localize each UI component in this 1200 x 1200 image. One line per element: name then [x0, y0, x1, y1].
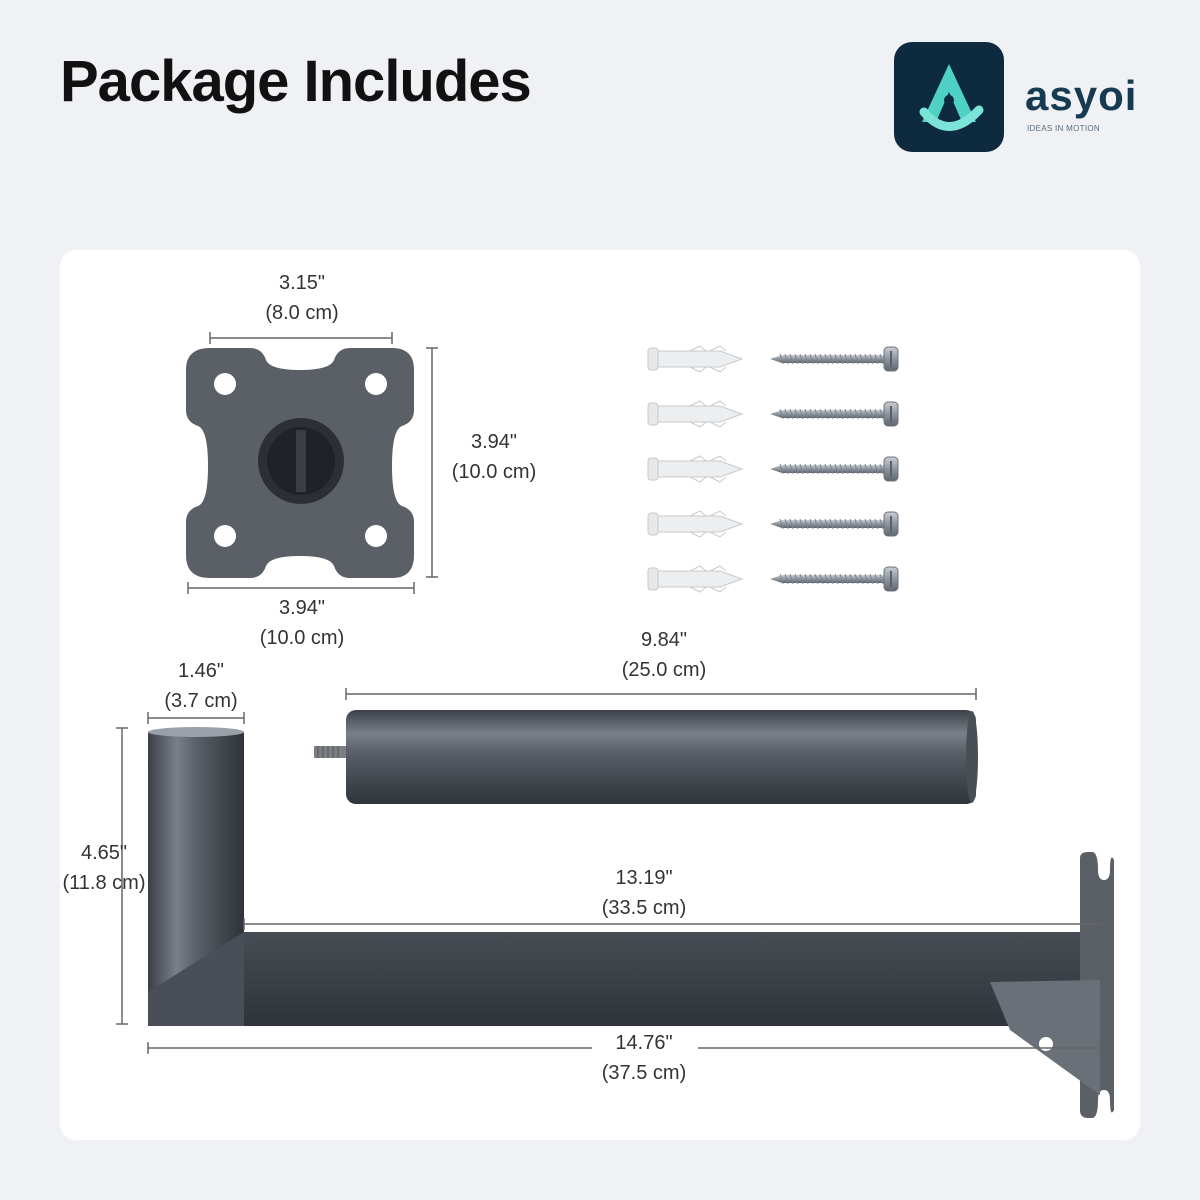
screw	[770, 566, 899, 592]
plate-bottom-dimension: 3.94" (10.0 cm)	[240, 593, 364, 653]
asyoi-logo-icon	[894, 42, 1004, 152]
dimension-inches: 3.94"	[278, 597, 326, 619]
screw	[770, 401, 899, 427]
brand-tagline: IDEAS IN MOTION	[1027, 124, 1100, 133]
wall-anchor	[647, 400, 744, 428]
dimension-inches: 3.15"	[278, 272, 326, 294]
screw	[770, 346, 899, 372]
rod-length-dimension: 9.84" (25.0 cm)	[602, 625, 726, 685]
dimension-inches: 13.19"	[615, 867, 673, 889]
dimension-cm: (10.0 cm)	[259, 627, 345, 649]
mounting-plate	[186, 348, 414, 578]
arm-total-dimension: 14.76" (37.5 cm)	[582, 1028, 706, 1088]
dimension-inches: 3.94"	[470, 431, 518, 453]
wall-anchor	[647, 565, 744, 593]
dimension-cm: (11.8 cm)	[62, 872, 146, 894]
dimension-cm: (10.0 cm)	[451, 461, 537, 483]
arm-inner-dimension: 13.19" (33.5 cm)	[582, 863, 706, 923]
l-bracket-arm	[148, 727, 1114, 1118]
wall-anchor	[647, 510, 744, 538]
dimension-cm: (25.0 cm)	[621, 659, 707, 681]
plate-height-dimension: 3.94" (10.0 cm)	[440, 427, 548, 487]
hardware-set	[647, 345, 899, 593]
dimension-cm: (33.5 cm)	[601, 897, 687, 919]
screw	[770, 511, 899, 537]
wall-anchor	[647, 455, 744, 483]
dimension-inches: 9.84"	[640, 629, 688, 651]
tube-height-dimension: 4.65" (11.8 cm)	[56, 838, 152, 898]
brand-name: asyoi	[1025, 72, 1138, 119]
screw	[770, 456, 899, 482]
dimension-inches: 1.46"	[177, 660, 225, 682]
wall-anchor	[647, 345, 744, 373]
plate-width-dimension: 3.15" (8.0 cm)	[240, 268, 364, 328]
page-title: Package Includes	[60, 49, 532, 114]
tube-diameter-dimension: 1.46" (3.7 cm)	[146, 656, 256, 716]
dimension-inches: 14.76"	[615, 1032, 673, 1054]
dimension-cm: (3.7 cm)	[164, 690, 238, 712]
dimension-inches: 4.65"	[80, 842, 128, 864]
extension-rod	[314, 710, 978, 804]
dimension-cm: (8.0 cm)	[265, 302, 339, 324]
dimension-cm: (37.5 cm)	[601, 1062, 687, 1084]
